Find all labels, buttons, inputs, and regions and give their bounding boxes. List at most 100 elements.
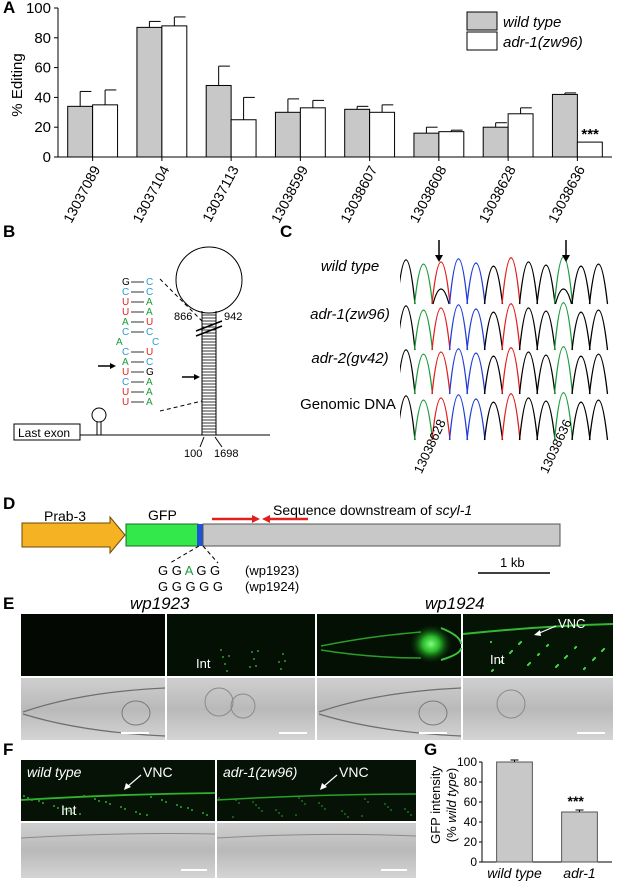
stem-base-pairs <box>202 314 216 433</box>
fluor-f-wild-type <box>21 760 215 821</box>
legend-swatch-wild-type <box>466 11 498 31</box>
bar-wild-type <box>482 126 509 158</box>
legend-label-wild-type: wild type <box>503 14 561 31</box>
stem-base-right: G <box>146 367 154 378</box>
bar-adr1 <box>438 131 465 158</box>
panel-e-title-wp1923: wp1923 <box>130 594 190 613</box>
bar-adr1 <box>92 104 119 158</box>
dic-wp1924-head <box>317 678 461 740</box>
f-label-wild-type: wild type <box>27 764 82 780</box>
stem-base-left: A <box>116 337 123 348</box>
gfp-label: GFP <box>148 507 177 523</box>
stem-base-left: C <box>122 377 129 388</box>
downstream-label: Sequence downstream of scyl-1 <box>273 502 472 518</box>
int-label-wp1923: Int <box>196 656 211 671</box>
chart-g-bar <box>561 811 598 863</box>
stem-base-right: U <box>146 317 153 328</box>
stem-base-left: A <box>122 317 129 328</box>
chart-a-xtick: 13037104 <box>129 163 172 225</box>
stem-base-right: C <box>146 357 153 368</box>
dic-wp1923-head <box>21 678 165 740</box>
stem-base-right: A <box>146 307 153 318</box>
chart-a-ytick: 40 <box>34 89 51 106</box>
fluor-wp1923-head <box>21 614 165 676</box>
stem-base-left: C <box>122 347 129 358</box>
bar-adr1 <box>299 107 326 158</box>
allele-wp1923: (wp1923) <box>245 563 299 578</box>
chart-a-xtick: 13038599 <box>268 163 311 225</box>
f-vnc-label-1: VNC <box>143 764 173 780</box>
f-int-label: Int <box>61 802 77 818</box>
panel-label-a: A <box>3 0 16 17</box>
chart-a-ytick: 80 <box>34 30 51 47</box>
panel-label-b: B <box>3 222 16 241</box>
bar-adr1 <box>161 25 188 158</box>
scale-label: 1 kb <box>500 555 525 570</box>
int-label-wp1924: Int <box>490 652 505 667</box>
stem-base-right: C <box>146 327 153 338</box>
chrom-row-label-3: adr-2(gv42) <box>311 350 389 367</box>
chart-g-bar <box>496 761 533 863</box>
pos-942: 942 <box>224 311 242 323</box>
dic-wp1924-body <box>463 678 613 740</box>
chart-g-ylabel-1: GFP intensity <box>428 766 443 844</box>
chromatograms: 13038628 13038636 <box>400 240 609 475</box>
stem-base-left: U <box>122 367 129 378</box>
bar-wild-type <box>344 108 371 158</box>
fluor-wp1924-body <box>463 614 613 676</box>
chart-a-ytick: 100 <box>26 0 51 17</box>
promoter-label: Prab-3 <box>44 508 86 524</box>
bar-adr1 <box>576 141 603 158</box>
chart-g-annotation: *** <box>568 793 585 809</box>
bar-adr1 <box>230 119 257 158</box>
chart-a-ytick: 60 <box>34 60 51 77</box>
stem-base-right: A <box>146 397 153 408</box>
bar-adr1 <box>507 113 534 158</box>
chart-g-ytick: 0 <box>470 855 477 869</box>
fluor-wp1923-body <box>167 614 315 676</box>
panel-label-f: F <box>3 740 14 759</box>
chart-a-xtick: 13037089 <box>60 163 103 225</box>
chart-a-xtick: 13038607 <box>337 163 380 225</box>
fluor-f-adr1 <box>217 760 416 821</box>
chart-a: % Editing 0 20 40 60 80 100 13037089 13037104 1… <box>9 0 612 225</box>
last-exon-label: Last exon <box>18 426 70 440</box>
chart-g-xtick: adr-1 <box>563 865 595 881</box>
sequence-wp1924: G G G G G <box>158 579 223 594</box>
vnc-label-e: VNC <box>558 616 585 631</box>
sequence-wp1923: G G A G G <box>158 563 220 578</box>
chrom-row-label-1: wild type <box>320 258 380 275</box>
stem-base-left: U <box>122 307 129 318</box>
chart-a-xtick: 13037113 <box>199 163 242 225</box>
chart-a-ytick: 20 <box>34 119 51 136</box>
panel-e-title-wp1924: wp1924 <box>425 594 485 613</box>
stem-base-left: U <box>122 397 129 408</box>
dic-wp1923-body <box>167 678 315 740</box>
stem-base-left: A <box>122 357 129 368</box>
pos-100: 100 <box>184 448 202 460</box>
chart-g-xtick: wild type <box>487 865 542 881</box>
bar-wild-type <box>205 84 232 158</box>
chart-a-ytick: 0 <box>43 149 51 166</box>
gfp-box <box>125 523 199 547</box>
small-hairpin-loop <box>91 407 107 423</box>
edit-site-arrow-2 <box>562 255 570 262</box>
stem-base-left: G <box>122 277 130 288</box>
downstream-box <box>202 523 561 547</box>
bar-wild-type <box>136 26 163 158</box>
dic-f-adr1 <box>217 823 416 878</box>
legend-swatch-adr1 <box>466 31 498 51</box>
edit-site-mark <box>197 524 203 546</box>
bar-wild-type <box>274 111 301 158</box>
stem-base-right: U <box>146 347 153 358</box>
panel-label-c: C <box>280 222 293 241</box>
chart-a-ylabel: % Editing <box>9 53 26 116</box>
stem-base-right: C <box>146 277 153 288</box>
stem-base-left: C <box>122 327 129 338</box>
chart-a-annotation: *** <box>581 126 599 143</box>
hairpin-diagram: Last exon 866 942 100 1698 GCUUACACAUCUU… <box>13 246 270 460</box>
bar-wild-type <box>67 105 94 158</box>
large-hairpin-loop <box>175 246 243 314</box>
stem-base-left: C <box>122 287 129 298</box>
